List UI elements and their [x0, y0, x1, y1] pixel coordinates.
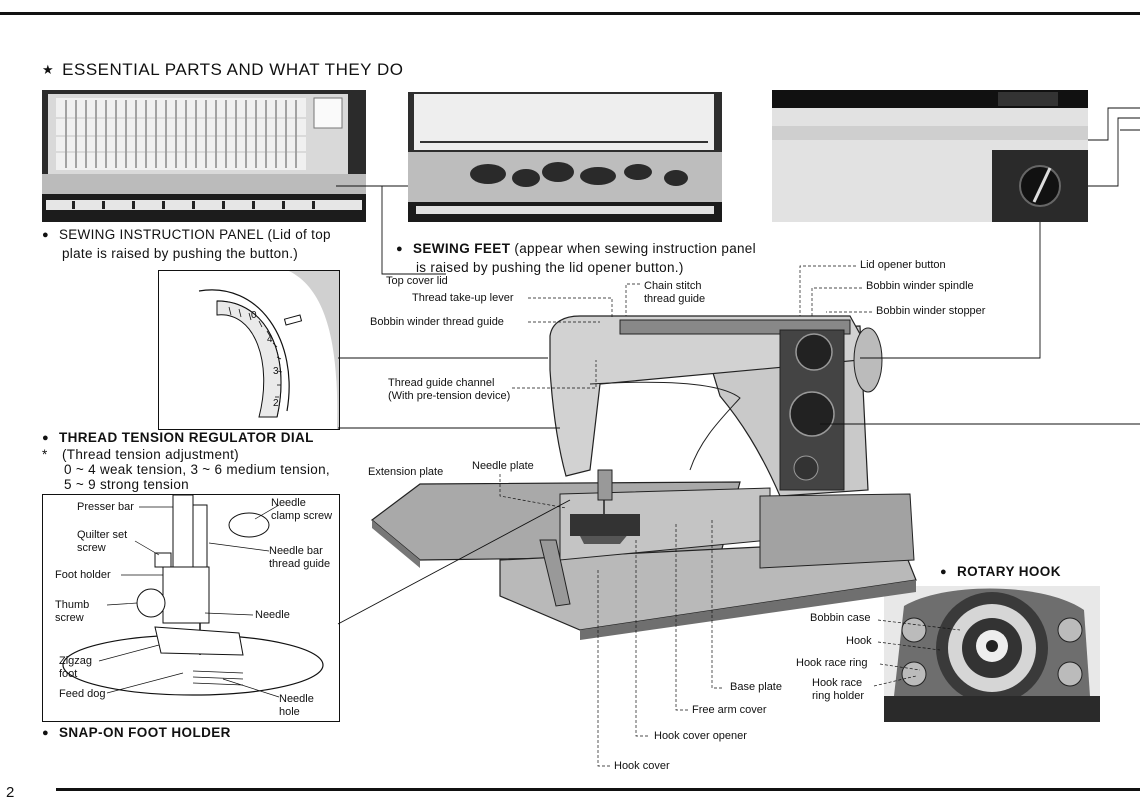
- star-icon: ★: [42, 62, 55, 77]
- hook-race-ring-holder-label-1: Hook race: [812, 677, 863, 689]
- extension-plate-label: Extension plate: [368, 466, 444, 478]
- rotary-hook-title: ROTARY HOOK: [956, 564, 1061, 579]
- lid-opener-photo: [772, 90, 1088, 222]
- sewing-feet-title: SEWING FEET: [412, 241, 511, 256]
- base-plate-label: Base plate: [730, 681, 782, 693]
- page-title: ★ ESSENTIAL PARTS AND WHAT THEY DO: [42, 60, 403, 80]
- needle-hole-label-1: Needle: [279, 693, 314, 705]
- bullet-icon: ●: [42, 727, 49, 739]
- tension-dial-title: THREAD TENSION REGULATOR DIAL: [58, 430, 314, 445]
- quilter-set-label-2: screw: [77, 542, 106, 554]
- zigzag-foot-label-1: Zigzag: [59, 655, 93, 667]
- needle-hole-label-2: hole: [279, 706, 300, 718]
- rotary-hook-photo: [884, 586, 1100, 722]
- bullet-icon: ●: [42, 229, 49, 241]
- sewing-feet-illustration: [408, 94, 722, 222]
- thumb-screw-label-1: Thumb: [55, 599, 90, 611]
- instruction-panel-illustration: [42, 94, 366, 222]
- thread-guide-channel-label-1: Thread guide channel: [388, 377, 495, 389]
- thread-guide-channel-label-2: (With pre-tension device): [388, 390, 511, 402]
- dial-number-3: 3: [273, 366, 279, 377]
- tension-dial-photo: 0 4 3 2: [158, 270, 340, 430]
- top-cover-lid-label: Top cover lid: [386, 275, 448, 287]
- sewing-instruction-panel-desc: (Lid of top: [267, 227, 331, 242]
- sewing-feet-desc: (appear when sewing instruction panel: [514, 241, 756, 256]
- tension-line2: 0 ~ 4 weak tension, 3 ~ 6 medium tension…: [64, 462, 330, 477]
- sewing-instruction-panel-desc2: plate is raised by pushing the button.): [62, 246, 299, 261]
- quilter-set-label-1: Quilter set: [77, 529, 128, 541]
- snap-on-foot-illustration: [62, 495, 324, 698]
- bullet-icon: ●: [42, 432, 49, 444]
- bottom-rule: [56, 788, 1140, 791]
- dial-number-0: 0: [251, 310, 257, 321]
- tension-line3: 5 ~ 9 strong tension: [64, 477, 189, 492]
- needle-plate-label: Needle plate: [472, 460, 534, 472]
- bobbin-winder-thread-guide-label: Bobbin winder thread guide: [370, 316, 504, 328]
- chain-stitch-label-1: Chain stitch: [644, 280, 702, 292]
- sewing-instruction-panel-caption: ● SEWING INSTRUCTION PANEL (Lid of top pl…: [42, 226, 372, 263]
- page-number: 2: [6, 784, 15, 801]
- lid-opener-illustration: [772, 90, 1088, 222]
- tension-dial-illustration: [198, 271, 339, 429]
- zigzag-foot-label-2: foot: [59, 668, 78, 680]
- page-title-text: ESSENTIAL PARTS AND WHAT THEY DO: [62, 60, 404, 79]
- tension-line1: (Thread tension adjustment): [62, 447, 239, 462]
- chain-stitch-label-2: thread guide: [644, 293, 706, 305]
- snap-on-title: SNAP-ON FOOT HOLDER: [58, 725, 231, 740]
- feed-dog-label: Feed dog: [59, 688, 106, 700]
- bobbin-case-label: Bobbin case: [810, 612, 871, 624]
- top-rule: [0, 12, 1140, 15]
- bullet-icon: ●: [940, 566, 947, 578]
- bobbin-winder-stopper-label: Bobbin winder stopper: [876, 305, 986, 317]
- bobbin-winder-spindle-label: Bobbin winder spindle: [866, 280, 974, 292]
- bullet-icon: ●: [396, 243, 403, 255]
- needle-clamp-label-1: Needle: [271, 497, 306, 509]
- tension-dial-caption: ● THREAD TENSION REGULATOR DIAL * (Thread …: [42, 430, 362, 492]
- hook-cover-opener-label: Hook cover opener: [654, 730, 747, 742]
- needle-clamp-label-2: clamp screw: [271, 510, 333, 522]
- tension-marker: *: [42, 447, 48, 462]
- hook-label: Hook: [846, 635, 872, 647]
- dial-number-2: 2: [273, 398, 279, 409]
- rotary-hook-illustration: [884, 586, 1100, 722]
- sewing-feet-photo: [408, 92, 722, 222]
- hook-cover-label: Hook cover: [614, 760, 670, 772]
- free-arm-cover-label: Free arm cover: [692, 704, 767, 716]
- needle-bar-label-2: thread guide: [269, 558, 331, 570]
- needle-label: Needle: [255, 609, 290, 621]
- sewing-instruction-panel-photo: [42, 90, 366, 222]
- foot-holder-label: Foot holder: [55, 569, 111, 581]
- sewing-feet-caption: ● SEWING FEET (appear when sewing instruc…: [396, 240, 796, 277]
- dial-number-4: 4: [267, 334, 273, 345]
- needle-bar-label-1: Needle bar: [269, 545, 323, 557]
- hook-race-ring-label: Hook race ring: [796, 657, 868, 669]
- thread-takeup-lever-label: Thread take-up lever: [412, 292, 514, 304]
- sewing-instruction-panel-title: SEWING INSTRUCTION PANEL: [58, 227, 264, 242]
- snap-on-foot-photo: Presser bar Needle clamp screw Quilter s…: [42, 494, 340, 722]
- presser-bar-label: Presser bar: [77, 501, 134, 513]
- thumb-screw-label-2: screw: [55, 612, 84, 624]
- lid-opener-button-label: Lid opener button: [860, 259, 946, 271]
- rotary-hook-caption: ● ROTARY HOOK: [940, 563, 1061, 582]
- snap-on-caption: ● SNAP-ON FOOT HOLDER: [42, 724, 231, 743]
- sewing-feet-desc2: is raised by pushing the lid opener butt…: [416, 260, 684, 275]
- hook-race-ring-holder-label-2: ring holder: [812, 690, 864, 702]
